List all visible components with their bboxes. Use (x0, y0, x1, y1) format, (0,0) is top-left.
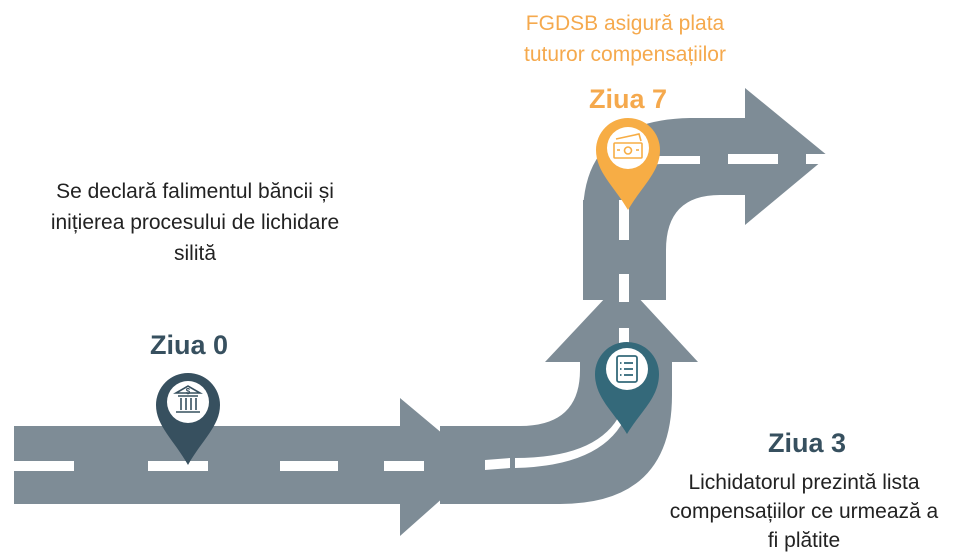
svg-text:$: $ (186, 387, 191, 396)
description-line: tuturor compensațiilor (524, 43, 726, 66)
map-pin-ziua-0: $ (156, 373, 220, 465)
road-dash-curve-1 (485, 458, 510, 470)
description-line: fi plătite (767, 529, 841, 552)
description-ziua-3: Lichidatorul prezintă lista compensațiil… (632, 468, 976, 555)
description-line: Lichidatorul prezintă lista (688, 471, 920, 494)
description-line: inițierea procesului de lichidare (50, 211, 340, 234)
day-label-ziua-0: Ziua 0 (149, 330, 229, 360)
day-label-ziua-7: Ziua 7 (588, 84, 668, 114)
description-line: FGDSB asigură plata (525, 12, 725, 35)
description-line: compensațiilor ce urmează a (669, 500, 939, 523)
bank-dollar-icon (173, 385, 203, 413)
description-ziua-7: FGDSB asigură plata tuturor compensațiil… (470, 8, 780, 70)
road-dashes-horizontal (14, 458, 510, 471)
money-banknote-icon (613, 133, 643, 159)
day-label-ziua-3: Ziua 3 (767, 428, 847, 458)
road-dash-curve-2 (515, 400, 624, 468)
description-line: Se declară falimentul băncii și (56, 180, 334, 203)
description-line: silită (173, 242, 216, 265)
map-pin-ziua-7 (596, 118, 660, 210)
checklist-icon (616, 355, 638, 383)
road-horizontal-arrow (14, 398, 480, 536)
map-pin-ziua-3 (595, 342, 659, 434)
road-up-arrow (545, 280, 698, 362)
description-ziua-0: Se declară falimentul băncii și inițiere… (0, 176, 390, 269)
